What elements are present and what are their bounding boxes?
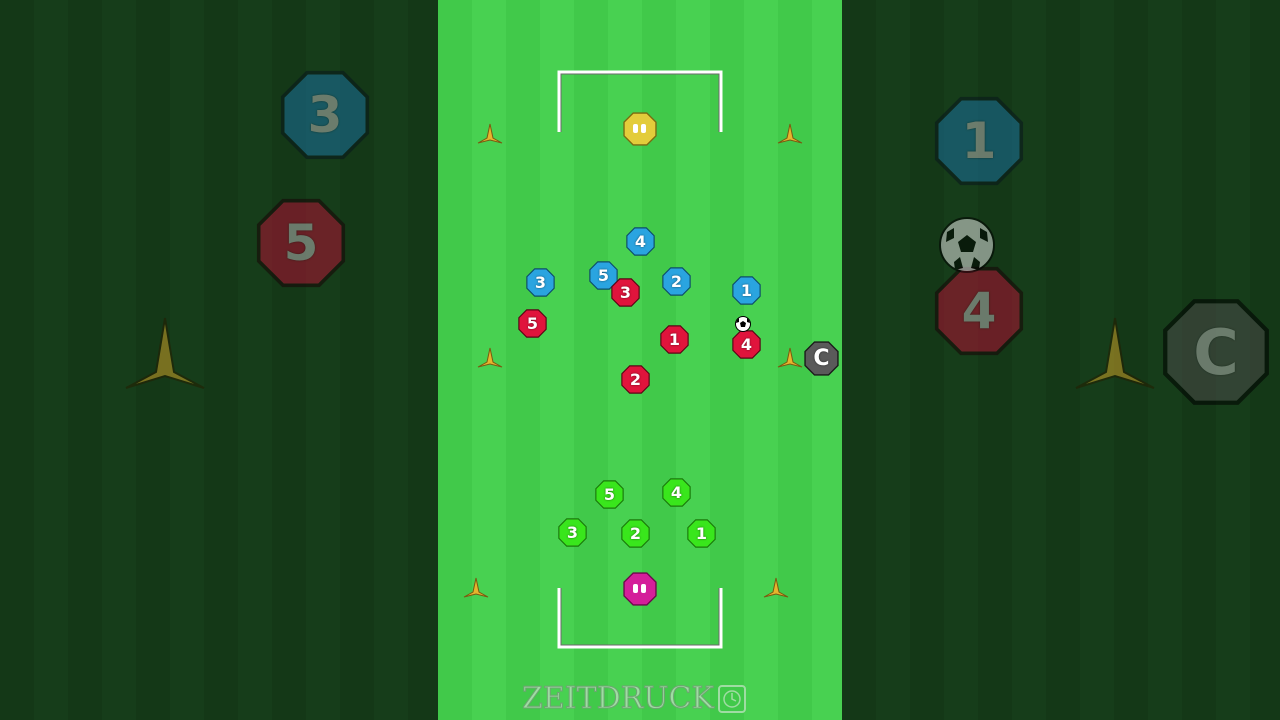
- soccer-ball-icon[interactable]: [735, 316, 751, 332]
- green-player-5[interactable]: 5: [595, 480, 624, 509]
- blue-player-5[interactable]: 5: [589, 261, 618, 290]
- side-coach: C: [1162, 298, 1270, 406]
- watermark-text: ZEITDRUCK: [522, 681, 715, 716]
- side-red-player-4: 4: [934, 266, 1024, 356]
- goalkeeper-top[interactable]: [623, 112, 657, 146]
- coach[interactable]: C: [804, 341, 839, 376]
- left-background-panel: 3 5: [0, 0, 438, 720]
- gloves-icon: [633, 124, 646, 133]
- side-decor: [939, 217, 1155, 389]
- ball-layer: [735, 316, 751, 332]
- side-soccer-ball-icon: [939, 217, 995, 273]
- goalkeeper-bottom[interactable]: [623, 572, 657, 606]
- top-goal: [557, 70, 723, 132]
- red-player-2[interactable]: 2: [621, 365, 650, 394]
- zeitdruck-watermark: ZEITDRUCK: [522, 681, 762, 716]
- right-background-panel: 1 4 C: [842, 0, 1280, 720]
- red-player-3[interactable]: 3: [611, 278, 640, 307]
- red-player-5[interactable]: 5: [518, 309, 547, 338]
- gloves-icon: [633, 584, 646, 593]
- blue-player-2[interactable]: 2: [662, 267, 691, 296]
- side-blue-player-1: 1: [934, 96, 1024, 186]
- bottom-goal: [557, 588, 723, 649]
- blue-player-1[interactable]: 1: [732, 276, 761, 305]
- blue-player-4[interactable]: 4: [626, 227, 655, 256]
- green-player-3[interactable]: 3: [558, 518, 587, 547]
- clock-icon: [717, 685, 746, 713]
- soccer-field: 4 5 3 2 1 3 5 1 4 2: [438, 0, 842, 720]
- side-cone-icon: [1075, 317, 1155, 389]
- green-player-4[interactable]: 4: [662, 478, 691, 507]
- cones-layer: [463, 123, 803, 598]
- red-player-4[interactable]: 4: [732, 330, 761, 359]
- side-cone-icon: [125, 317, 205, 389]
- green-player-1[interactable]: 1: [687, 519, 716, 548]
- green-player-2[interactable]: 2: [621, 519, 650, 548]
- side-blue-player-3: 3: [280, 70, 370, 160]
- side-red-player-5: 5: [256, 198, 346, 288]
- red-player-1[interactable]: 1: [660, 325, 689, 354]
- field-markings: [557, 70, 723, 649]
- blue-player-3[interactable]: 3: [526, 268, 555, 297]
- cone-icon: [463, 123, 803, 598]
